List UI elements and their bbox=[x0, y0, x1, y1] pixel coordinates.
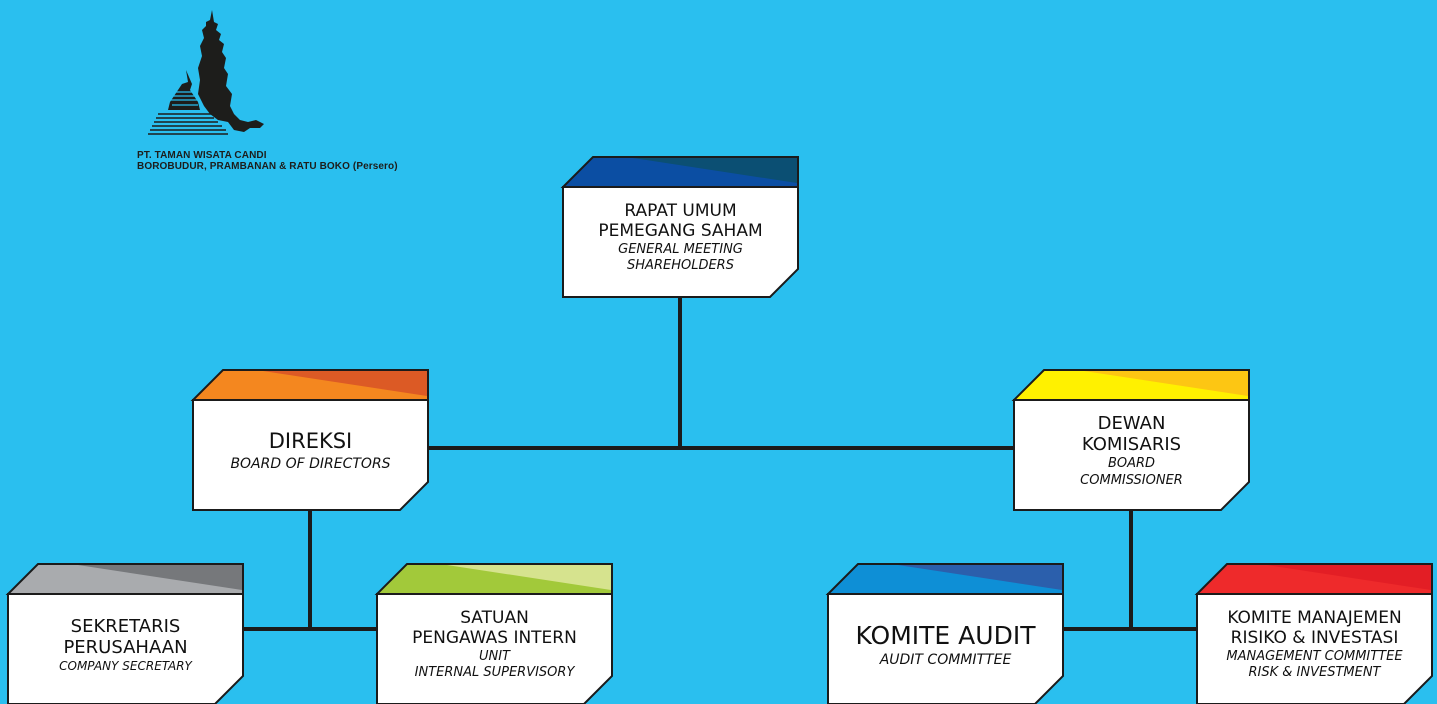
audit-subtitle-line: AUDIT COMMITTEE bbox=[879, 651, 1012, 668]
company-name-line1: PT. TAMAN WISATA CANDI bbox=[137, 150, 267, 161]
spi-subtitle-line: INTERNAL SUPERVISORY bbox=[414, 665, 575, 681]
direksi-body bbox=[192, 399, 429, 511]
sekretaris-shape bbox=[5, 563, 244, 704]
sekretaris-title-line: SEKRETARIS bbox=[70, 615, 181, 637]
rups-subtitle-line: SHAREHOLDERS bbox=[627, 258, 734, 274]
rups-title-line: PEMEGANG SAHAM bbox=[598, 221, 763, 242]
direksi-shape bbox=[190, 369, 429, 511]
company-name-line2: BOROBUDUR, PRAMBANAN & RATU BOKO (Perser… bbox=[137, 161, 398, 172]
rups-subtitle-line: GENERAL MEETING bbox=[618, 241, 743, 257]
audit-shape bbox=[825, 563, 1064, 704]
spi-subtitle-line: UNIT bbox=[478, 648, 510, 664]
rups-shape bbox=[560, 156, 799, 298]
audit-body bbox=[827, 593, 1064, 704]
audit-header-stripe bbox=[898, 565, 1062, 590]
komisaris-subtitle-line: BOARD bbox=[1107, 455, 1156, 471]
rups-body bbox=[562, 186, 799, 298]
komisaris-shape bbox=[1011, 369, 1250, 511]
komisaris-title-line: KOMISARIS bbox=[1081, 434, 1182, 456]
sekretaris-header-stripe bbox=[78, 565, 242, 590]
company-name: PT. TAMAN WISATA CANDI BOROBUDUR, PRAMBA… bbox=[137, 150, 398, 172]
sekretaris-body bbox=[7, 593, 244, 704]
risiko-subtitle-line: MANAGEMENT COMMITTEE bbox=[1226, 648, 1403, 664]
risiko-shape bbox=[1194, 563, 1433, 704]
sekretaris-subtitle-line: COMPANY SECRETARY bbox=[59, 658, 192, 673]
audit-title-line: KOMITE AUDIT bbox=[855, 620, 1036, 650]
rups-header-stripe bbox=[633, 158, 797, 183]
spi-shape bbox=[374, 563, 613, 704]
direksi-header-stripe bbox=[263, 371, 427, 396]
direksi-title-line: DIREKSI bbox=[268, 429, 353, 454]
risiko-body bbox=[1196, 593, 1433, 704]
direksi-subtitle-line: BOARD OF DIRECTORS bbox=[230, 455, 391, 472]
komisaris-title-line: DEWAN bbox=[1097, 412, 1166, 434]
risiko-header-stripe bbox=[1267, 565, 1431, 590]
risiko-title-line: KOMITE MANAJEMEN bbox=[1227, 607, 1402, 628]
risiko-title-line: RISIKO & INVESTASI bbox=[1230, 628, 1399, 649]
spi-header-stripe bbox=[447, 565, 611, 590]
risiko-subtitle-line: RISK & INVESTMENT bbox=[1248, 665, 1381, 681]
komisaris-header-stripe bbox=[1084, 371, 1248, 396]
rups-title-line: RAPAT UMUM bbox=[624, 200, 737, 221]
sekretaris-title-line: PERUSAHAAN bbox=[63, 637, 188, 659]
spi-body bbox=[376, 593, 613, 704]
komisaris-subtitle-line: COMMISSIONER bbox=[1080, 472, 1183, 488]
spi-title-line: PENGAWAS INTERN bbox=[412, 628, 577, 649]
spi-title-line: SATUAN bbox=[460, 607, 529, 628]
company-logo bbox=[148, 10, 264, 135]
komisaris-body bbox=[1013, 399, 1250, 511]
